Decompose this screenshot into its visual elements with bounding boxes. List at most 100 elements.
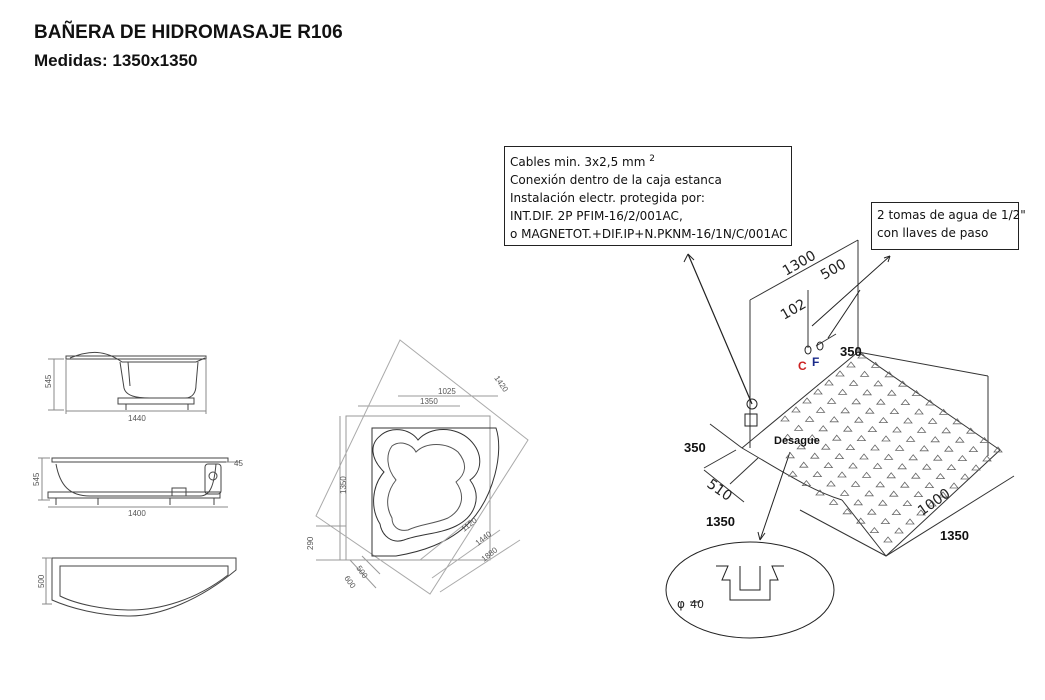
floor-pattern-triangle bbox=[824, 379, 834, 386]
plan-dim-1350b: 1350 bbox=[339, 476, 348, 494]
floor-pattern-triangle bbox=[842, 508, 853, 515]
floor-pattern-triangle bbox=[883, 453, 894, 460]
floor-pattern-triangle bbox=[894, 444, 905, 451]
floor-pattern-triangle bbox=[861, 471, 872, 478]
floor-pattern-triangle bbox=[801, 479, 812, 486]
floor-pattern-triangle bbox=[954, 436, 965, 443]
floor-pattern-triangle bbox=[913, 490, 924, 497]
floor-pattern-triangle bbox=[880, 517, 891, 524]
floor-pattern-triangle bbox=[866, 508, 877, 515]
floor-pattern-triangle bbox=[903, 417, 913, 424]
floor-pattern-triangle bbox=[914, 408, 924, 415]
floor-pattern-triangle bbox=[867, 425, 878, 432]
iso-dim-1300: 1300 bbox=[780, 248, 819, 280]
floor-pattern-triangle bbox=[979, 436, 990, 443]
floor-pattern-triangle bbox=[982, 455, 992, 462]
floor-pattern-triangle bbox=[869, 526, 880, 533]
electrical-note-line-2: Conexión dentro de la caja estanca bbox=[510, 173, 722, 187]
floor-pattern-triangle bbox=[894, 527, 904, 534]
floor-pattern-triangle bbox=[793, 424, 804, 431]
floor-pattern-triangle bbox=[787, 470, 798, 477]
floor-pattern-triangle bbox=[840, 407, 851, 414]
iso-dim-510: 510 bbox=[704, 476, 735, 504]
floor-pattern-triangle bbox=[949, 482, 959, 489]
floor-pattern-triangle bbox=[848, 462, 858, 469]
drain-diameter-value: 40 bbox=[690, 598, 704, 611]
electrical-note-line-1: Cables min. 3x2,5 mm 2 bbox=[510, 154, 655, 169]
floor-pattern-triangle bbox=[892, 426, 902, 433]
side-top-height: 545 bbox=[44, 374, 53, 388]
floor-pattern-triangle bbox=[925, 399, 935, 406]
page-subtitle: Medidas: 1350x1350 bbox=[34, 51, 198, 70]
floor-pattern-triangle bbox=[888, 490, 899, 497]
floor-pattern-triangle bbox=[823, 461, 834, 468]
floor-pattern-triangle bbox=[853, 416, 864, 423]
floor-pattern-triangle bbox=[886, 389, 897, 396]
floor-pattern-triangle bbox=[809, 452, 820, 459]
plan-dim-1025: 1025 bbox=[438, 387, 456, 396]
floor-pattern-triangle bbox=[798, 461, 809, 468]
water-note-line-2: con llaves de paso bbox=[877, 226, 989, 240]
electrical-note-line-4: INT.DIF. 2P PFIM-16/2/001AC, bbox=[510, 209, 683, 223]
floor-pattern-triangle bbox=[780, 415, 790, 422]
floor-pattern-triangle bbox=[864, 490, 875, 497]
drain-detail bbox=[665, 541, 835, 639]
water-note-box: 2 tomas de agua de 1/2" con llaves de pa… bbox=[871, 202, 1026, 250]
front-panel bbox=[42, 557, 237, 617]
iso-dim-350-left: 350 bbox=[684, 440, 706, 455]
floor-pattern-triangle bbox=[899, 481, 910, 488]
floor-pattern-triangle bbox=[873, 380, 884, 387]
floor-pattern-triangle bbox=[935, 472, 946, 479]
floor-pattern-triangle bbox=[881, 435, 891, 442]
floor-pattern-triangle bbox=[943, 445, 954, 452]
water-note-line-1: 2 tomas de agua de 1/2" bbox=[877, 208, 1026, 222]
floor-pattern-triangle bbox=[938, 491, 948, 498]
side-mid-height: 545 bbox=[32, 472, 41, 486]
floor-pattern-triangle bbox=[927, 417, 938, 424]
floor-pattern-triangle bbox=[910, 472, 921, 479]
floor-pattern-triangle bbox=[891, 508, 902, 515]
iso-dim-1350-bottom: 1350 bbox=[940, 528, 969, 543]
floor-pattern-triangle bbox=[864, 407, 875, 414]
floor-pattern-triangle bbox=[870, 361, 881, 368]
floor-pattern-triangle bbox=[857, 352, 867, 359]
floor-pattern-triangle bbox=[938, 408, 949, 415]
plan-dim-600: 600 bbox=[342, 574, 357, 591]
floor-pattern-triangle bbox=[835, 370, 845, 377]
floor-pattern-triangle bbox=[911, 389, 922, 396]
floor-pattern-triangle bbox=[859, 453, 869, 460]
floor-pattern-triangle bbox=[927, 500, 937, 507]
floor-pattern-triangle bbox=[905, 518, 915, 525]
plan-dim-1120: 1120 bbox=[460, 516, 480, 534]
floor-pattern-triangle bbox=[924, 481, 935, 488]
floor-pattern-triangle bbox=[796, 443, 807, 450]
floor-pattern-triangle bbox=[941, 427, 952, 434]
floor-pattern-triangle bbox=[875, 481, 886, 488]
floor-pattern-triangle bbox=[883, 536, 893, 543]
floor-pattern-triangle bbox=[815, 489, 825, 496]
drain-label: Desague bbox=[774, 435, 820, 447]
floor-pattern-triangle bbox=[862, 389, 873, 396]
floor-pattern-triangle bbox=[831, 434, 842, 441]
floor-pattern-triangle bbox=[804, 415, 815, 422]
floor-pattern-triangle bbox=[902, 499, 913, 506]
floor-pattern-triangle bbox=[802, 397, 812, 404]
floor-pattern-triangle bbox=[921, 463, 932, 470]
floor-pattern-triangle bbox=[853, 499, 864, 506]
floor-pattern-triangle bbox=[859, 370, 870, 377]
floor-pattern-triangle bbox=[856, 434, 867, 441]
floor-pattern-triangle bbox=[919, 445, 930, 452]
floor-pattern-triangle bbox=[897, 380, 908, 387]
floor-pattern-triangle bbox=[834, 452, 845, 459]
side-mid-length: 1400 bbox=[128, 509, 146, 518]
floor-pattern-triangle bbox=[826, 397, 837, 404]
electrical-note-line-3: Instalación electr. protegida por: bbox=[510, 191, 705, 205]
floor-pattern-triangle bbox=[837, 388, 848, 395]
electrical-note-box: Cables min. 3x2,5 mm 2 Conexión dentro d… bbox=[504, 146, 792, 246]
floor-pattern-triangle bbox=[886, 472, 897, 479]
iso-view bbox=[683, 239, 1015, 557]
floor-pattern-triangle bbox=[820, 443, 831, 450]
floor-pattern-triangle bbox=[957, 454, 968, 461]
side-top-labels: 545 1440 bbox=[44, 374, 146, 423]
